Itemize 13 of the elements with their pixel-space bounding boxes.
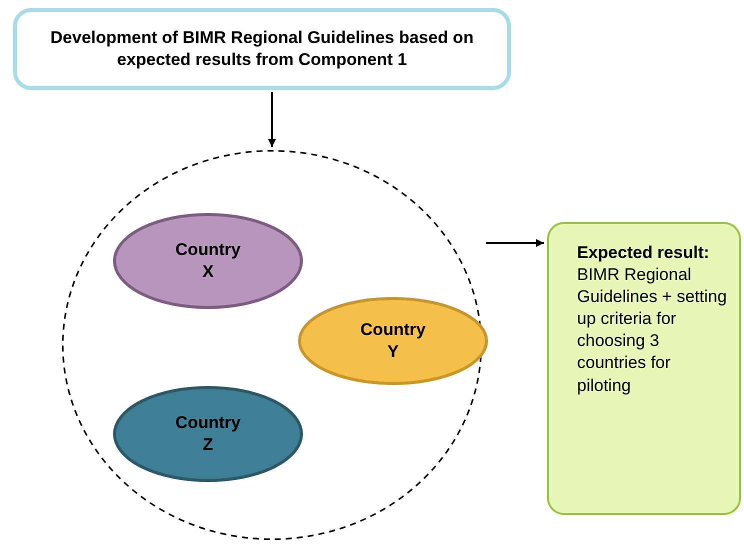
country-label: Country X: [174, 238, 242, 283]
process-box: [13, 8, 511, 90]
country-ellipse: [113, 213, 303, 309]
result-box: [547, 222, 741, 515]
arrow: [268, 92, 276, 147]
country-ellipse: [298, 297, 488, 385]
result-heading: Expected result:: [577, 242, 710, 264]
arrow: [486, 239, 544, 247]
country-label: Country Z: [174, 412, 242, 456]
country-ellipse: [113, 386, 303, 482]
result-text: BIMR Regional Guidelines + setting up criteria for choosing 3 countries for piloting: [577, 264, 727, 397]
box-label: Development of BIMR Regional Guidelines based on expected results from Component 1: [49, 26, 475, 71]
country-label: Country Y: [359, 318, 427, 363]
